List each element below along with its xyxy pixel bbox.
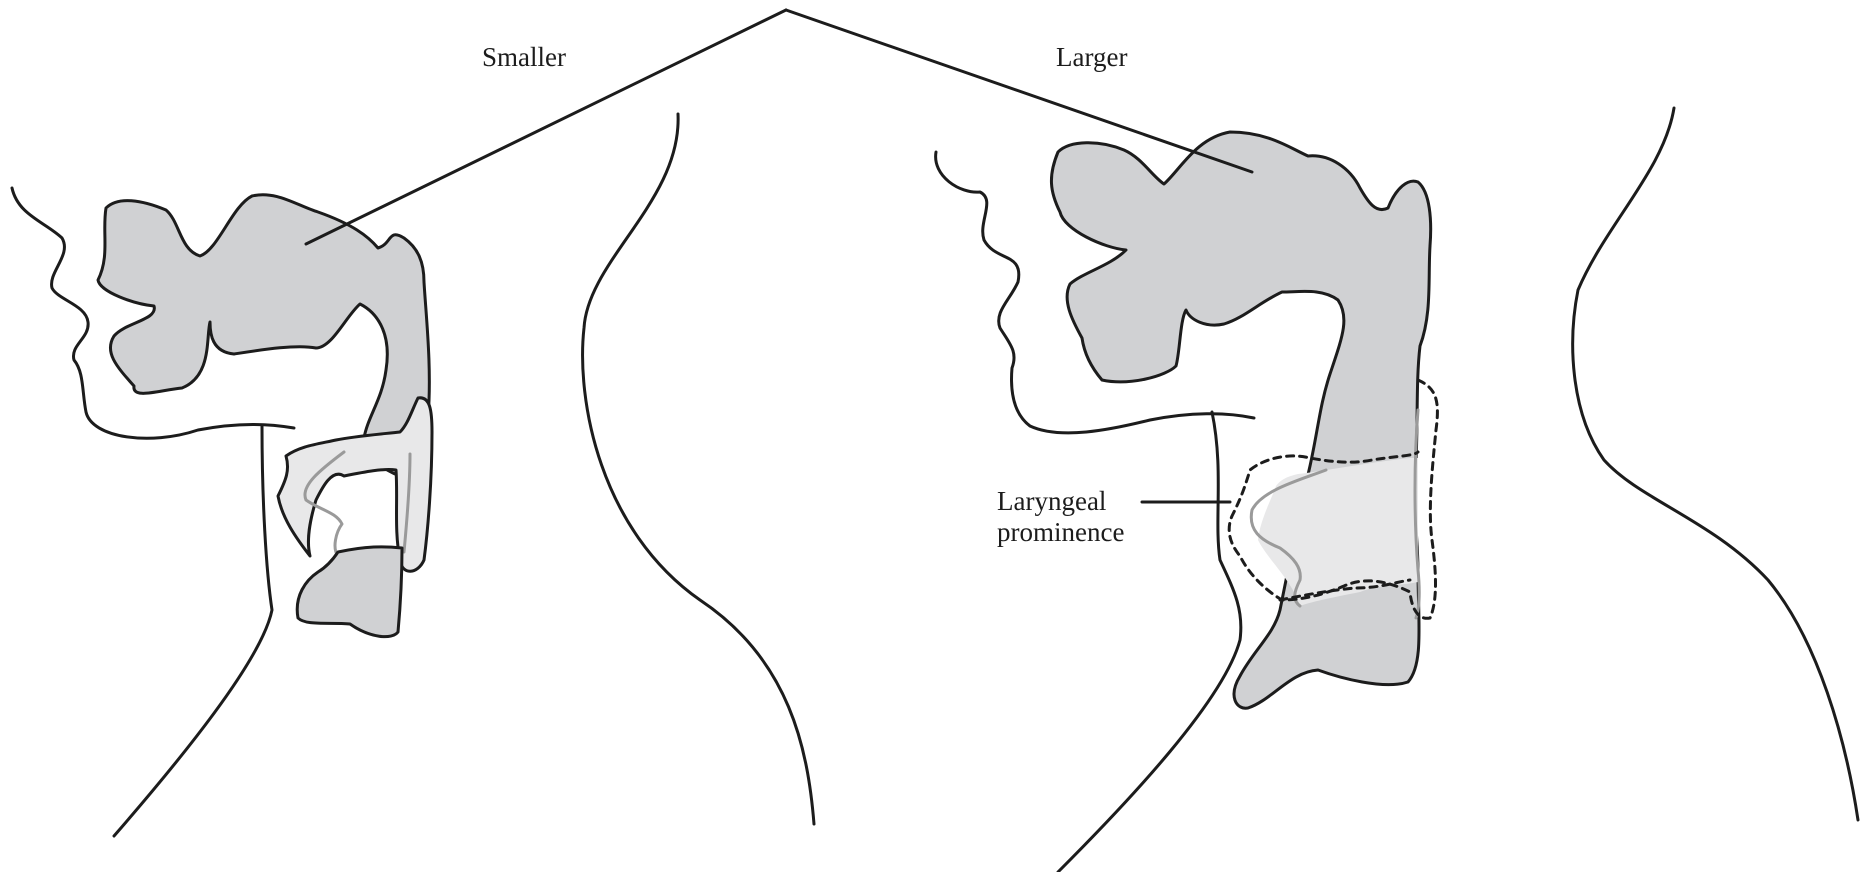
- larger-neck-back: [1573, 108, 1858, 820]
- label-laryngeal-prominence: Laryngeal prominence: [997, 486, 1124, 548]
- label-larger: Larger: [1056, 42, 1127, 73]
- smaller-cricoid: [297, 547, 402, 637]
- connector-to-larger: [786, 10, 1252, 172]
- label-smaller: Smaller: [482, 42, 566, 73]
- smaller-neck-back: [583, 114, 814, 824]
- label-laryngeal-line2: prominence: [997, 517, 1124, 548]
- smaller-vocal-tract: [12, 114, 814, 836]
- smaller-neck-front: [114, 426, 272, 836]
- label-laryngeal-line1: Laryngeal: [997, 486, 1124, 517]
- larger-neck-front: [1058, 412, 1241, 872]
